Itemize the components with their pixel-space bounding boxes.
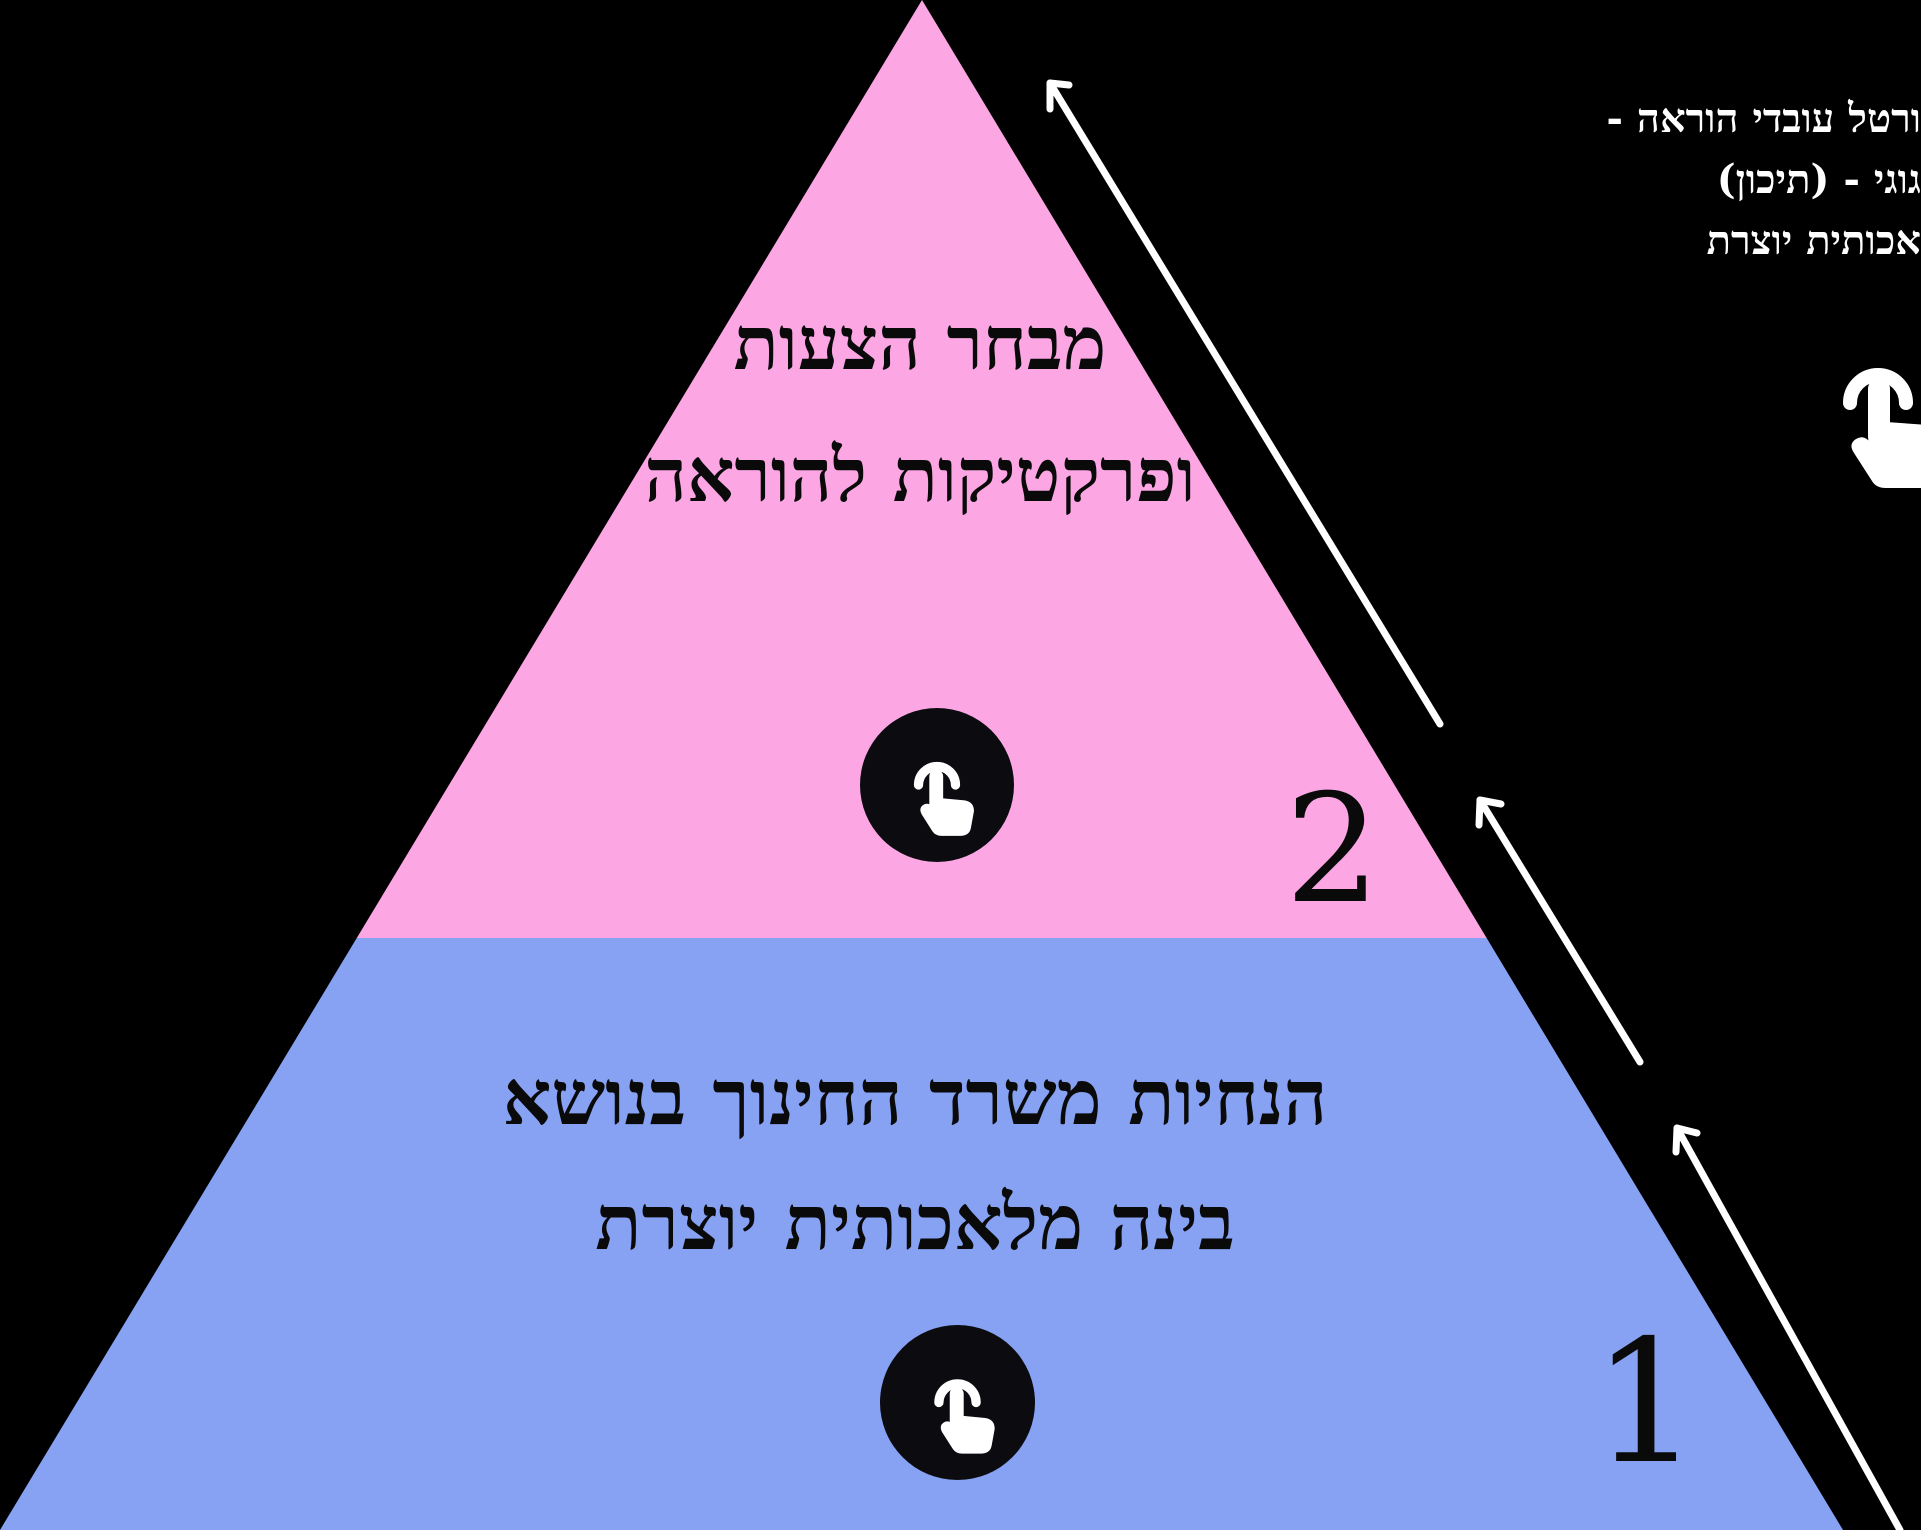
level-1-open-button[interactable] [880, 1325, 1035, 1480]
side-note-line-2: גוגי - (תיכון) [1716, 156, 1921, 203]
level-2-open-button[interactable] [860, 708, 1014, 862]
arrow-up-middle [1475, 796, 1644, 1066]
level-1-number: 1 [1592, 1304, 1701, 1502]
level-2-number: 2 [1285, 763, 1381, 937]
level-2-title: מבחר הצעות ופרקטיקות להוראה [520, 278, 1320, 542]
arrow-up-bottom [1672, 1124, 1904, 1530]
level-1-title-line-1: הנחיות משרד החינוך בנושא [502, 1053, 1328, 1142]
arrow-up-top [1046, 79, 1444, 728]
side-note-line-1: ורטל עובדי הוראה - [1606, 95, 1921, 142]
level-1-title-line-2: בינה מלאכותית יוצרת [595, 1178, 1235, 1267]
level-1-title: הנחיות משרד החינוך בנושא בינה מלאכותית י… [380, 1035, 1450, 1285]
hand-pointer-icon [934, 1379, 995, 1454]
side-note-text: ורטל עובדי הוראה - גוגי - (תיכון) אכותית… [1501, 88, 1921, 271]
level-2-title-line-1: מבחר הצעות [733, 301, 1107, 387]
progress-arrows [1046, 79, 1904, 1530]
hand-pointer-icon[interactable] [1838, 333, 1921, 493]
level-2-title-line-2: ופרקטיקות להוראה [644, 433, 1196, 519]
hand-pointer-icon [913, 761, 974, 836]
side-note-line-3: אכותית יוצרת [1706, 217, 1921, 264]
